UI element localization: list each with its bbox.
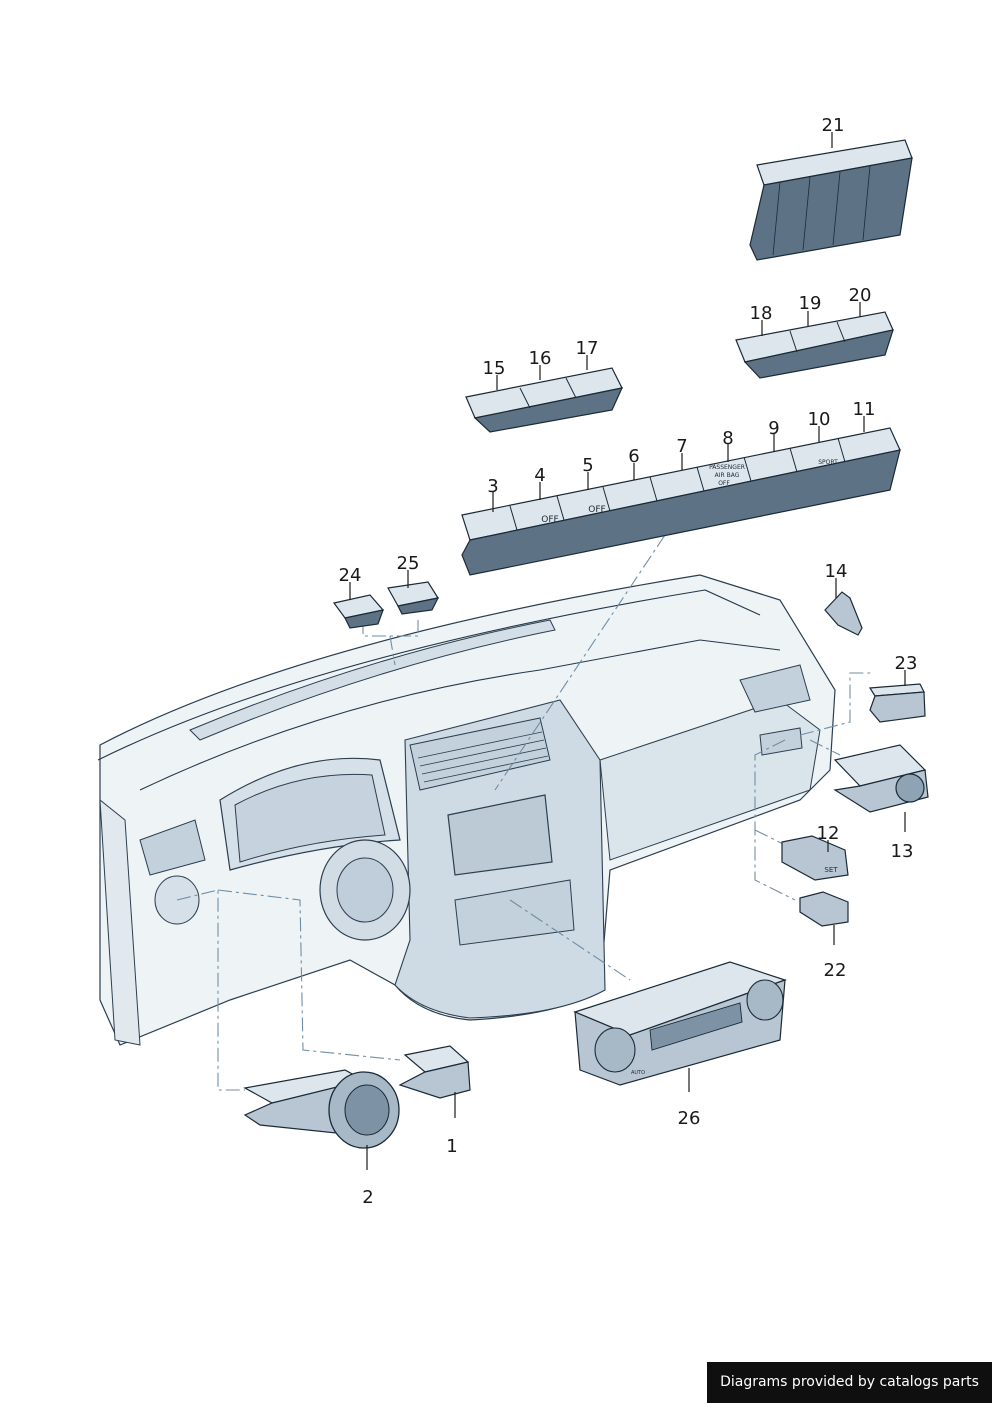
dash-upper-surface: [139, 639, 781, 791]
infotainment-screen: [447, 794, 553, 876]
callout-19: 19: [799, 293, 822, 314]
part-21: [749, 139, 913, 261]
part-24: [332, 594, 385, 629]
part-25: [387, 581, 440, 615]
part-22: [799, 891, 849, 927]
callout-12: 12: [817, 823, 840, 844]
callout-2: 2: [362, 1187, 373, 1208]
callout-9: 9: [768, 418, 779, 439]
right-vent: [739, 664, 811, 713]
airbag-label-line3: OFF: [718, 480, 730, 487]
callout-23: 23: [895, 653, 918, 674]
callout-14: 14: [825, 561, 848, 582]
callout-4: 4: [534, 465, 545, 486]
callout-13: 13: [891, 841, 914, 862]
callout-20: 20: [849, 285, 872, 306]
callout-7: 7: [676, 436, 687, 457]
callout-5: 5: [582, 455, 593, 476]
callout-26: 26: [678, 1108, 701, 1129]
dashboard-illustration: [97, 574, 836, 1046]
steering-hub: [336, 857, 394, 923]
callout-numbers: 1 2 3 4 5 6 7 8 9 10 11 12 13 14 15 16 1…: [339, 115, 918, 1208]
callout-6: 6: [628, 446, 639, 467]
part-1: [398, 1045, 471, 1099]
callout-22: 22: [824, 960, 847, 981]
part-12: SET: [781, 835, 849, 881]
defrost-vent-strip: [189, 619, 556, 741]
switch-4-label: OFF: [541, 515, 558, 525]
center-vent-slats: [417, 731, 549, 783]
callout-3: 3: [487, 476, 498, 497]
console-storage-bin: [454, 879, 575, 946]
part-13: [833, 744, 929, 813]
callout-15: 15: [483, 358, 506, 379]
callout-11: 11: [853, 399, 876, 420]
switch-5-label: OFF: [588, 505, 605, 515]
part-26: AUTO: [573, 961, 787, 1086]
airbag-label-line2: AIR BAG: [715, 472, 740, 479]
part-2: [243, 1069, 400, 1149]
callout-24: 24: [339, 565, 362, 586]
leader-lines: [349, 132, 906, 1170]
parts-18-20: [735, 311, 894, 379]
sport-label: SPORT: [818, 459, 838, 466]
callout-25: 25: [397, 553, 420, 574]
parts-3-11-switch-row: OFF OFF PASSENGER AIR BAG OFF SPORT: [461, 427, 901, 576]
credit-banner: Diagrams provided by catalogs parts: [707, 1362, 992, 1403]
center-vent: [409, 717, 551, 791]
part-23: [868, 683, 926, 723]
dash-top-edge: [97, 589, 761, 761]
airbag-label-line1: PASSENGER: [709, 464, 745, 471]
assignment-lines: [176, 534, 872, 1091]
left-dash-end: [99, 798, 141, 1046]
callout-10: 10: [808, 409, 831, 430]
callout-21: 21: [822, 115, 845, 136]
parts-15-17: [465, 367, 624, 433]
callout-1: 1: [446, 1136, 457, 1157]
instrument-display: [234, 773, 386, 863]
set-label: SET: [824, 866, 838, 874]
callout-8: 8: [722, 428, 733, 449]
part-14: [824, 591, 863, 636]
callout-17: 17: [576, 338, 599, 359]
auto-label: AUTO: [631, 1070, 645, 1076]
callout-16: 16: [529, 348, 552, 369]
left-vent: [139, 819, 206, 876]
callout-18: 18: [750, 303, 773, 324]
